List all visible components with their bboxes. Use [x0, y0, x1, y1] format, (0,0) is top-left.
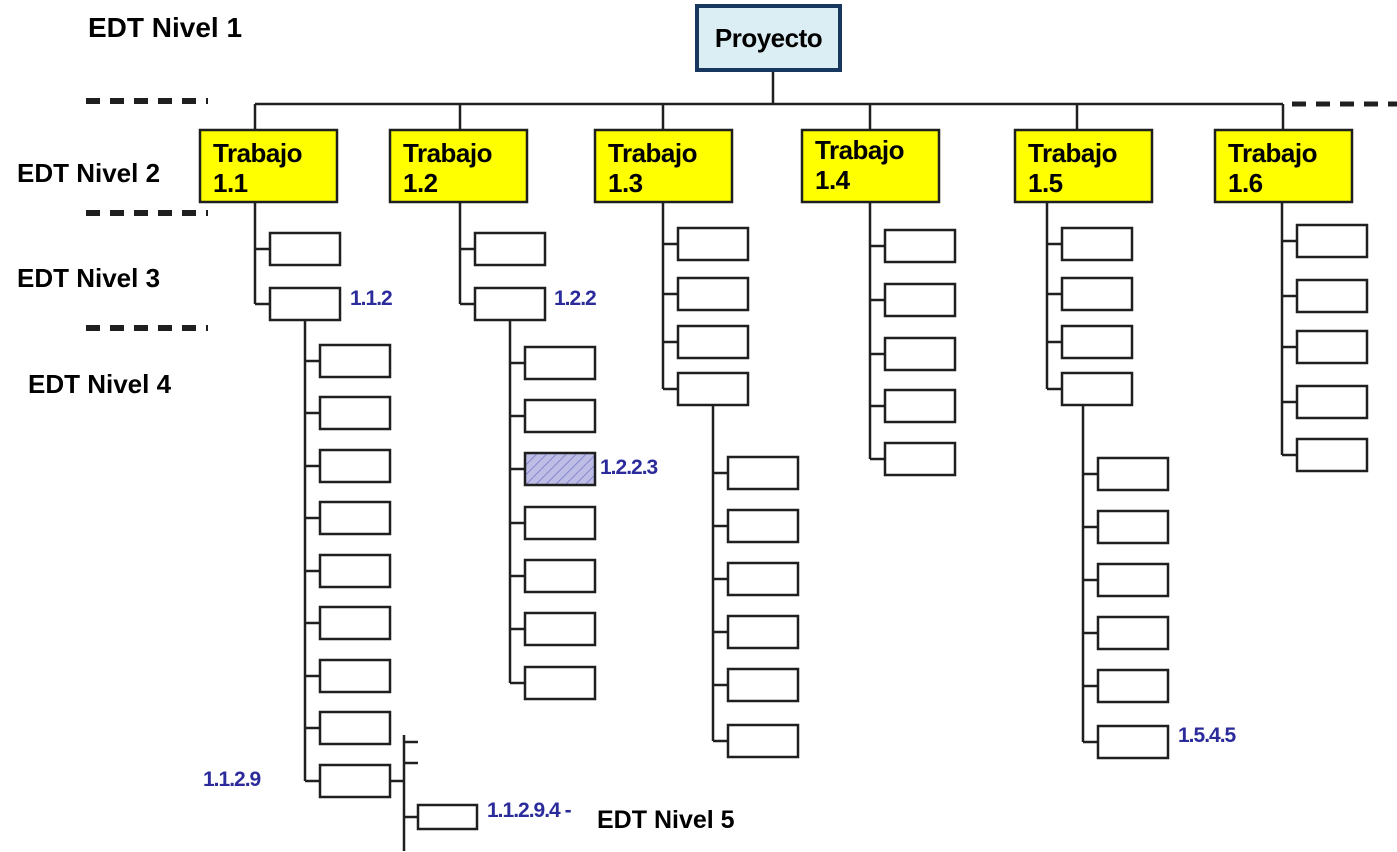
level3-box-1.4-4 [883, 388, 957, 424]
level4-box-1.2-3-highlighted [523, 451, 597, 487]
level3-box-1.1-1 [268, 231, 342, 267]
work-box-1.1 [198, 128, 339, 204]
level4-box-1.1-2 [318, 395, 392, 431]
level4-box-1.2-4 [523, 505, 597, 541]
level3-box-1.2-2 [473, 286, 547, 322]
level3-box-1.5-2 [1060, 276, 1134, 312]
level4-box-1.5-1 [1096, 456, 1170, 492]
level4-box-1.3-5 [726, 667, 800, 703]
level4-box-1.1-4 [318, 500, 392, 536]
level4-box-1.1-1 [318, 343, 392, 379]
level4-box-1.2-1 [523, 345, 597, 381]
level3-box-1.1-2 [268, 286, 342, 322]
level4-box-1.2-2 [523, 398, 597, 434]
level3-box-1.6-3 [1295, 329, 1369, 365]
level3-box-1.3-4 [676, 371, 750, 407]
level3-box-1.4-5 [883, 441, 957, 477]
level3-box-1.6-2 [1295, 278, 1369, 314]
root-box [695, 4, 842, 72]
work-box-1.5 [1013, 128, 1154, 204]
level3-box-1.5-3 [1060, 324, 1134, 360]
work-box-1.6 [1213, 128, 1354, 204]
level3-box-1.3-1 [676, 226, 750, 262]
level4-box-1.1-5 [318, 553, 392, 589]
level4-box-1.3-3 [726, 561, 800, 597]
level3-box-1.5-4 [1060, 371, 1134, 407]
level4-box-1.5-5 [1096, 668, 1170, 704]
work-box-1.3 [593, 128, 734, 204]
level4-box-1.5-6 [1096, 724, 1170, 760]
level4-box-1.5-4 [1096, 615, 1170, 651]
level4-box-1.1-9 [318, 763, 392, 799]
level3-box-1.6-4 [1295, 384, 1369, 420]
level4-box-1.2-5 [523, 558, 597, 594]
level3-box-1.2-1 [473, 231, 547, 267]
level3-box-1.6-5 [1295, 437, 1369, 473]
level3-box-1.3-2 [676, 276, 750, 312]
level4-box-1.1-8 [318, 710, 392, 746]
level4-box-1.3-1 [726, 455, 800, 491]
level3-box-1.4-1 [883, 228, 957, 264]
level4-box-1.3-6 [726, 723, 800, 759]
level5-box [416, 803, 479, 831]
level4-box-1.2-6 [523, 611, 597, 647]
level3-box-1.3-3 [676, 324, 750, 360]
level3-box-1.6-1 [1295, 223, 1369, 259]
level3-box-1.5-1 [1060, 226, 1134, 262]
level4-box-1.1-7 [318, 658, 392, 694]
level4-box-1.1-3 [318, 448, 392, 484]
level4-box-1.2-7 [523, 665, 597, 701]
work-box-1.4 [800, 128, 941, 204]
level4-box-1.5-3 [1096, 562, 1170, 598]
level3-box-1.4-3 [883, 336, 957, 372]
level3-box-1.4-2 [883, 282, 957, 318]
level4-box-1.5-2 [1096, 509, 1170, 545]
work-box-1.2 [388, 128, 529, 204]
level4-box-1.3-4 [726, 614, 800, 650]
level4-box-1.1-6 [318, 605, 392, 641]
level4-box-1.3-2 [726, 508, 800, 544]
